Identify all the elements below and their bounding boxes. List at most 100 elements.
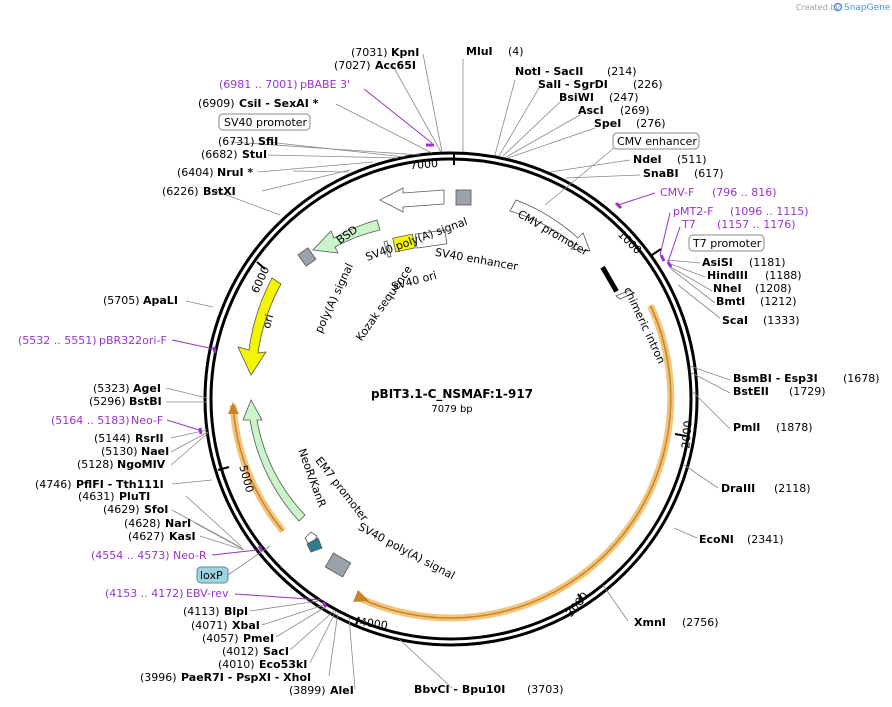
neor-arc	[232, 404, 284, 532]
primer-cmvf-name: CMV-F	[660, 186, 694, 199]
site-pluti-pos: (4631)	[78, 490, 115, 503]
site-xmni: XmnI	[634, 616, 666, 629]
site-alei: AleI	[330, 684, 354, 697]
tick-marks	[217, 152, 687, 628]
primer-neor-name: Neo-R	[173, 549, 207, 562]
site-econi-pos: (2341)	[747, 533, 784, 546]
site-ngomiv-pos: (5128)	[77, 458, 114, 471]
site-kasi-pos: (4627)	[128, 530, 165, 543]
site-bsteii: BstEII	[733, 385, 769, 398]
site-bbvci-bpu10i: BbvCI - Bpu10I	[414, 683, 505, 696]
site-bsmbi-esp3i-pos: (1678)	[843, 372, 880, 385]
site-csii-sexai: CsiI - SexAI *	[239, 97, 319, 110]
site-acc65i: Acc65I	[375, 59, 416, 72]
primer-pbabe3-range: (6981 .. 7001)	[219, 78, 298, 91]
site-spei-pos: (276)	[636, 117, 666, 130]
site-bsteii-pos: (1729)	[789, 385, 826, 398]
sv40-ori-block	[392, 233, 416, 253]
site-bsiwi-pos: (247)	[609, 91, 639, 104]
primer-marks	[198, 143, 673, 608]
backbone-outer	[203, 151, 699, 647]
site-bmti: BmtI	[716, 295, 745, 308]
box-label-sv40-promoter: SV40 promoter	[224, 116, 308, 129]
primer-neor-range: (4554 .. 4573)	[91, 549, 170, 562]
site-noti-sacii-pos: (214)	[607, 65, 637, 78]
site-asci-pos: (269)	[620, 104, 650, 117]
grey-block-3	[324, 552, 352, 578]
orf-arc	[357, 305, 672, 619]
site-blpi-pos: (4113)	[183, 605, 220, 618]
site-stui: StuI	[242, 148, 267, 161]
orf-arrowhead	[353, 590, 369, 602]
site-nhei-pos: (1208)	[755, 282, 792, 295]
primer-ebvrev-range: (4153 .. 4172)	[105, 587, 184, 600]
sv40-enhancer-block	[414, 229, 448, 249]
site-naei-pos: (5130)	[101, 445, 138, 458]
site-spei: SpeI	[594, 117, 621, 130]
primer-pbabe3-name: pBABE 3'	[300, 78, 350, 91]
tick-label-7000: 7000	[410, 157, 439, 172]
site-rsrii: RsrII	[135, 432, 164, 445]
site-pmei-pos: (4057)	[202, 632, 239, 645]
site-kasi: KasI	[169, 530, 196, 543]
credit-brand: SnapGene	[844, 3, 891, 13]
site-ndei: NdeI	[633, 153, 662, 166]
site-hindiii-pos: (1188)	[765, 269, 802, 282]
sites-left: (7031) KpnI (7027) Acc65I (6909) CsiI - …	[35, 46, 419, 697]
box-label-t7-promoter: T7 promoter	[692, 237, 762, 250]
box-t7-promoter	[688, 234, 765, 252]
primer-neof-range: (5164 .. 5183)	[51, 414, 130, 427]
site-snabi: SnaBI	[643, 167, 679, 180]
site-pluti: PluTI	[119, 490, 150, 503]
sv40-polya-top-arrow	[379, 187, 445, 213]
feature-label-sv40-polya-bottom: SV40 poly(A) signal	[356, 520, 457, 582]
chimeric-intron-block	[600, 265, 619, 293]
site-xbai-pos: (4071)	[191, 619, 228, 632]
site-draiii: DraIII	[721, 482, 755, 495]
site-nari-pos: (4628)	[124, 517, 161, 530]
box-sv40-promoter	[218, 113, 311, 131]
site-stui-pos: (6682)	[201, 148, 238, 161]
site-sali-sgrdi: SalI - SgrDI	[538, 78, 608, 91]
tick-label-5000: 5000	[236, 464, 256, 494]
site-sfii: SfiI	[258, 135, 278, 148]
site-sfii-pos: (6731)	[218, 135, 255, 148]
site-snabi-pos: (617)	[694, 167, 724, 180]
feature-label-bsd: BSD	[334, 223, 360, 247]
plasmid-size: 7079 bp	[431, 404, 472, 415]
primer-cmvf-range: (796 .. 816)	[712, 186, 777, 199]
site-ngomiv: NgoMIV	[117, 458, 166, 471]
site-bstbi-pos: (5296)	[89, 395, 126, 408]
tick-label-2000: 2000	[679, 420, 694, 449]
site-xbai: XbaI	[232, 619, 260, 632]
site-bsmbi-esp3i: BsmBI - Esp3I	[733, 372, 818, 385]
site-naei: NaeI	[141, 445, 169, 458]
site-mlui-pos: (4)	[508, 45, 524, 58]
site-agei-pos: (5323)	[93, 382, 130, 395]
primer-pbr322orif-range: (5532 .. 5551)	[18, 334, 97, 347]
primer-t7-range: (1157 .. 1176)	[717, 218, 796, 231]
site-sfoi: SfoI	[144, 503, 168, 516]
primer-leader-lines	[166, 88, 681, 601]
site-asisi: AsiSI	[702, 256, 733, 269]
site-scai: ScaI	[722, 314, 748, 327]
site-csii-sexai-pos: (6909)	[198, 97, 235, 110]
site-kpni: KpnI	[391, 46, 419, 59]
primer-pmt2f-name: pMT2-F	[673, 205, 714, 218]
primer-ebvrev-name: EBV-rev	[186, 587, 229, 600]
site-pflfi: PflFI - Tth111I	[76, 478, 164, 491]
site-agei: AgeI	[133, 382, 161, 395]
feature-label-sv40-enhancer: SV40 enhancer	[434, 246, 519, 273]
site-bstbi: BstBI	[129, 395, 162, 408]
site-bsiwi: BsiWI	[559, 91, 594, 104]
site-econi: EcoNI	[699, 533, 734, 546]
feature-label-kozak: Kozak sequence	[353, 263, 415, 343]
ori-arrow	[237, 277, 282, 376]
primer-neof-name: Neo-F	[131, 414, 163, 427]
site-draiii-pos: (2118)	[774, 482, 811, 495]
site-bmti-pos: (1212)	[760, 295, 797, 308]
site-acc65i-pos: (7027)	[334, 59, 371, 72]
primer-labels: (6981 .. 7001) pBABE 3' CMV-F (796 .. 81…	[18, 78, 809, 600]
leader-lines	[165, 53, 731, 690]
site-asisi-pos: (1181)	[749, 256, 786, 269]
